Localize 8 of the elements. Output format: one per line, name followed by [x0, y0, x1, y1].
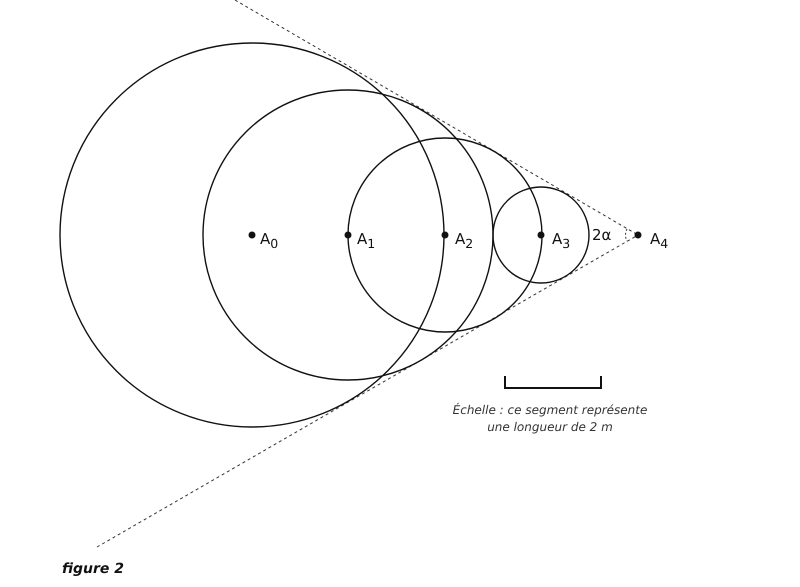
point-label: A$_{0}$: [260, 230, 278, 253]
scale-note: Échelle : ce segment représente une longueur de 2 m: [452, 402, 648, 436]
point-label: A$_{2}$: [455, 230, 474, 253]
angle-label: 2α: [592, 226, 612, 244]
point-label: A$_{3}$: [552, 230, 570, 253]
point-label: A$_{4}$: [650, 230, 668, 253]
figure-caption: figure 2: [62, 560, 124, 578]
point-label: A$_{1}$: [357, 230, 376, 253]
